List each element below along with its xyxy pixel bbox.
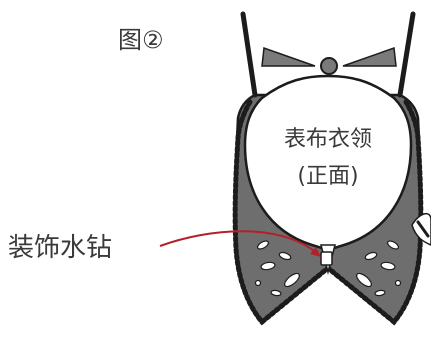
left-eyelet-embroidery <box>254 240 300 297</box>
collar-inner-area <box>243 74 413 252</box>
edge-tab-mark <box>416 220 430 238</box>
rhinestone-marker <box>320 251 333 266</box>
annotation-label: 装饰水钻 <box>8 233 112 263</box>
collar-label-line1: 表布衣领 <box>284 127 372 152</box>
annotation-arrowhead <box>310 247 321 257</box>
left-tie-ribbon <box>240 11 258 98</box>
bow-left-loop <box>261 46 316 67</box>
bow-right-loop <box>342 46 397 67</box>
right-tie-ribbon <box>397 11 416 98</box>
right-eyelet-embroidery <box>356 240 402 297</box>
annotation-arrow <box>159 230 319 255</box>
figure-label: 图② <box>118 26 164 54</box>
collar-label-line2: (正面) <box>297 164 358 189</box>
bow-knot <box>320 57 338 75</box>
